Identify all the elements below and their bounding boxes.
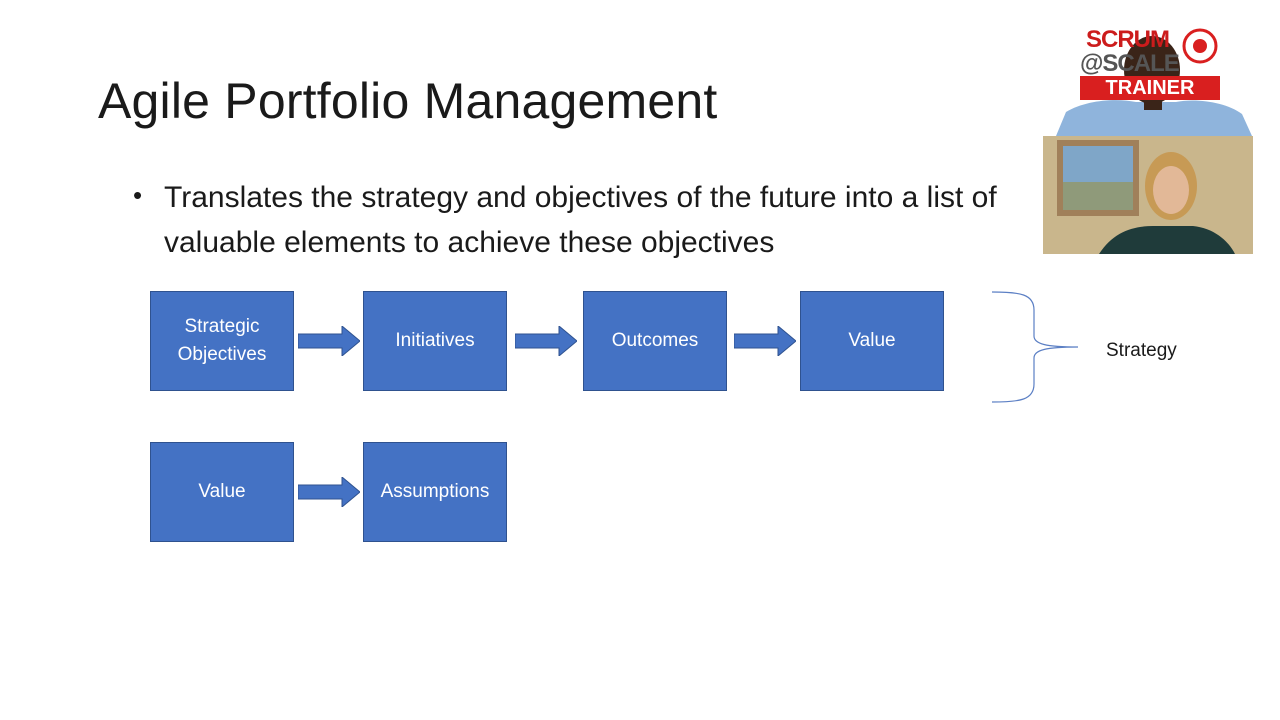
box-label: Assumptions [380, 481, 490, 502]
box-label: Outcomes [611, 330, 699, 351]
box-label: Value [198, 481, 246, 502]
box-label: Strategic Objectives [177, 316, 267, 365]
presenter-video-tile: SCRUM @SCALE TRAINER [1056, 20, 1252, 136]
box-label: Initiatives [395, 330, 475, 351]
bullet-text: Translates the strategy and objectives o… [164, 181, 997, 259]
right-arrow-icon [515, 326, 577, 356]
box-label: Value [848, 330, 896, 351]
participant-image [1043, 136, 1253, 254]
box-assumptions: Assumptions [363, 442, 507, 542]
right-arrow-icon [298, 477, 360, 507]
box-value-row2: Value [150, 442, 294, 542]
curly-brace-icon [991, 291, 1079, 403]
target-logo-icon [1182, 28, 1218, 64]
slide-title: Agile Portfolio Management [98, 73, 718, 129]
box-strategic-objectives: Strategic Objectives [150, 291, 294, 391]
strategy-label: Strategy [1106, 340, 1177, 361]
badge-line-2: @SCALE [1080, 50, 1180, 77]
box-initiatives: Initiatives [363, 291, 507, 391]
box-outcomes: Outcomes [583, 291, 727, 391]
participant-video-tile [1043, 136, 1253, 254]
right-arrow-icon [298, 326, 360, 356]
box-value: Value [800, 291, 944, 391]
bullet-icon: • [133, 180, 143, 210]
badge-line-1: SCRUM [1086, 26, 1170, 53]
right-arrow-icon [734, 326, 796, 356]
badge-line-3: TRAINER [1080, 76, 1220, 100]
scrum-at-scale-trainer-badge: SCRUM @SCALE TRAINER [1080, 26, 1220, 100]
